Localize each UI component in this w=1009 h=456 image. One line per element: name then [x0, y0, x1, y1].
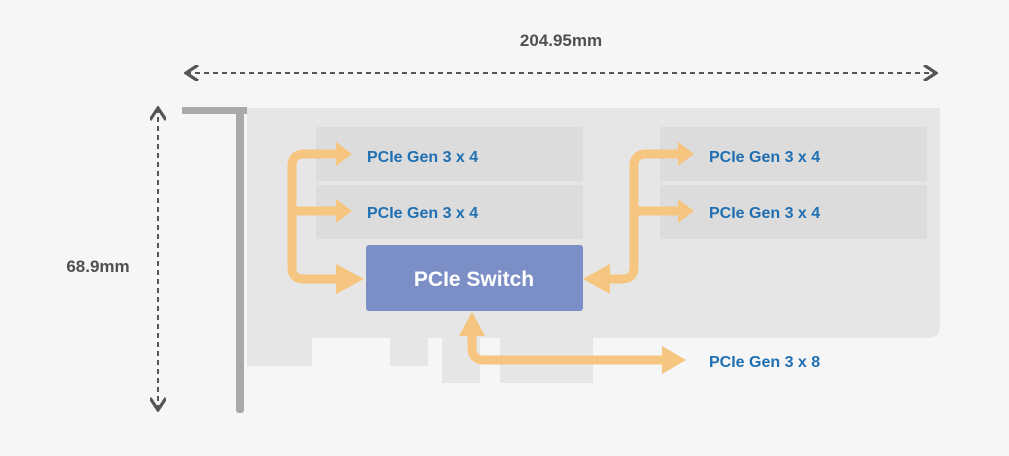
arrowhead-host-up [459, 312, 485, 336]
host-link-line [467, 334, 664, 365]
slot-label-right-top: PCIe Gen 3 x 4 [709, 149, 820, 166]
host-link-label: PCIe Gen 3 x 8 [709, 354, 820, 371]
arrowhead-left-top [336, 142, 352, 166]
arrowhead-left-bottom [336, 199, 352, 223]
slot-label-left-top: PCIe Gen 3 x 4 [367, 149, 478, 166]
pcie-switch-label: PCIe Switch [414, 268, 534, 291]
slot-label-right-bottom: PCIe Gen 3 x 4 [709, 205, 820, 222]
width-dimension-label: 204.95mm [520, 31, 602, 50]
arrowhead-right-bottom [678, 199, 694, 223]
bracket-vertical [236, 107, 244, 413]
arrowhead-switch-right [583, 264, 610, 294]
pcie-switch: PCIe Switch [366, 245, 583, 311]
slot-left-top [316, 127, 583, 181]
arrowhead-right-top [678, 142, 694, 166]
width-dimension: 204.95mm [186, 31, 936, 73]
connection-arrows [287, 142, 694, 374]
slot-areas [316, 127, 927, 239]
pcie-switch-box [366, 245, 583, 311]
mounting-bracket [182, 107, 247, 413]
height-dimension-label: 68.9mm [66, 257, 129, 276]
slot-labels: PCIe Gen 3 x 4 PCIe Gen 3 x 4 PCIe Gen 3… [367, 149, 820, 371]
slot-right-bottom [660, 185, 927, 239]
arrowhead-host-right [662, 346, 686, 374]
arrowhead-switch-left [336, 264, 364, 294]
slot-left-bottom [316, 185, 583, 239]
height-dimension: 68.9mm [66, 108, 158, 410]
bracket-top [182, 107, 247, 114]
left-connector-line [287, 149, 338, 284]
right-connector-line [605, 149, 680, 284]
slot-label-left-bottom: PCIe Gen 3 x 4 [367, 205, 478, 222]
slot-right-top [660, 127, 927, 181]
